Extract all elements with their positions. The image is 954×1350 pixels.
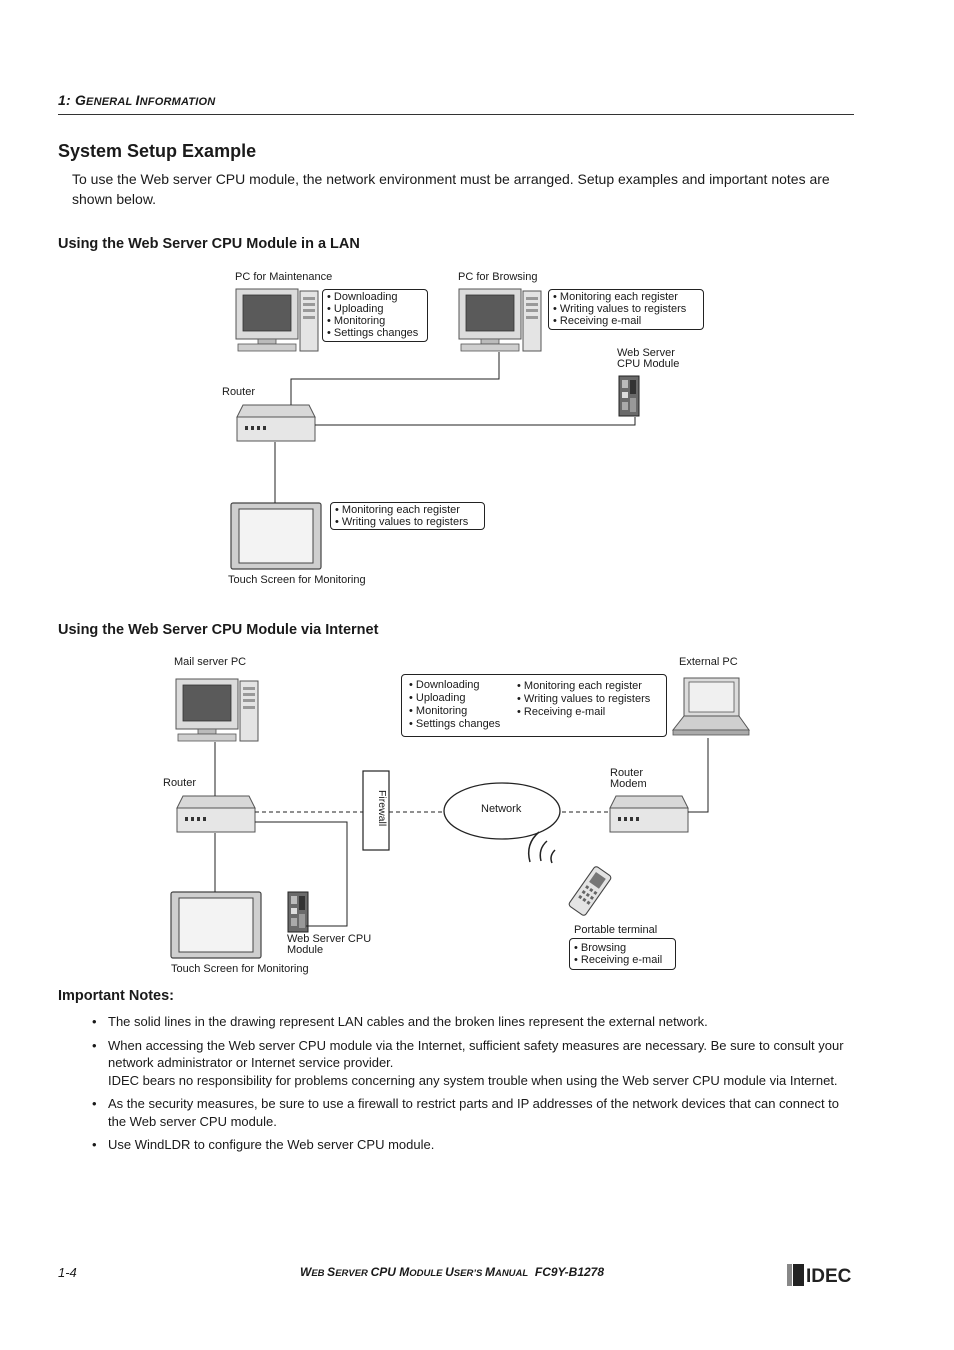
- router-icon-2: [176, 795, 256, 833]
- chapter-header: 1: GENERAL INFORMATION: [58, 92, 216, 108]
- router-label-2: Router: [163, 777, 197, 789]
- browse-item: • Monitoring each register: [553, 291, 678, 303]
- note-item: •When accessing the Web server CPU modul…: [92, 1037, 844, 1088]
- portable-terminal-label: Portable terminal: [574, 924, 658, 936]
- network-label: Network: [481, 803, 522, 815]
- section-title: System Setup Example: [58, 141, 257, 161]
- pc-maintenance-label: PC for Maintenance: [235, 271, 333, 283]
- wireless-icon: [527, 831, 556, 864]
- portable-ops-box: • Browsing • Receiving e-mail: [569, 938, 676, 970]
- router-icon: [236, 404, 316, 442]
- note-item: •As the security measures, be sure to us…: [92, 1096, 840, 1129]
- touch-screen-icon-2: [170, 891, 262, 959]
- pc-maintenance-icon: [235, 288, 319, 352]
- cpu-module-icon-2: [287, 891, 309, 933]
- external-pc-label: External PC: [679, 656, 738, 668]
- cpu-module-icon: [618, 375, 640, 417]
- firewall-box: [362, 770, 390, 851]
- maint-item: • Monitoring: [327, 315, 386, 327]
- diagrams-svg: [170, 288, 750, 959]
- pc-browsing-icon: [458, 288, 542, 352]
- touch-screen-label: Touch Screen for Monitoring: [228, 574, 366, 586]
- browse-item: • Receiving e-mail: [553, 315, 642, 327]
- router-modem-label-1: Router: [610, 767, 644, 779]
- idec-logo-text: IDEC: [806, 1266, 852, 1287]
- touch-item: • Writing values to registers: [335, 516, 469, 528]
- router-modem-label-2: Modem: [610, 778, 647, 790]
- ops-left-item: • Uploading: [409, 692, 466, 704]
- ops-left-col: • Downloading • Uploading • Monitoring •…: [409, 679, 500, 731]
- idec-logo: IDEC: [787, 1262, 857, 1293]
- portable-item: • Receiving e-mail: [574, 954, 663, 966]
- maint-item: • Uploading: [327, 303, 384, 315]
- page-number: 1-4: [58, 1265, 77, 1280]
- lan-heading: Using the Web Server CPU Module in a LAN: [58, 236, 360, 252]
- ops-left-item: • Settings changes: [409, 718, 501, 730]
- router-label: Router: [222, 386, 256, 398]
- ops-left-item: • Downloading: [409, 679, 480, 691]
- external-ops-box: • Downloading • Uploading • Monitoring •…: [401, 674, 667, 737]
- web-server-label-2: CPU Module: [617, 358, 680, 370]
- ops-right-item: • Receiving e-mail: [517, 706, 606, 718]
- web-server-label-1: Web Server: [617, 347, 675, 359]
- web-server-cpu-label-1: Web Server CPU: [287, 933, 372, 945]
- portable-item: • Browsing: [574, 942, 627, 954]
- ops-left-item: • Monitoring: [409, 705, 468, 717]
- ops-right-item: • Monitoring each register: [517, 680, 642, 692]
- touch-ops-box: • Monitoring each register • Writing val…: [330, 502, 485, 530]
- maint-item: • Settings changes: [327, 327, 419, 339]
- maintenance-ops-box: • Downloading • Uploading • Monitoring •…: [322, 289, 428, 342]
- touch-screen-icon: [230, 502, 322, 570]
- manual-title: WEB SERVER CPU MODULE USER’S MANUAL FC9Y…: [300, 1265, 605, 1279]
- intro-paragraph: To use the Web server CPU module, the ne…: [72, 171, 830, 207]
- touch-screen-label-2: Touch Screen for Monitoring: [171, 963, 309, 975]
- network-cloud: [443, 782, 561, 840]
- maint-item: • Downloading: [327, 291, 398, 303]
- mail-server-label: Mail server PC: [174, 656, 247, 668]
- lan-cables: [274, 352, 636, 503]
- notes-list: •The solid lines in the drawing represen…: [92, 1013, 852, 1160]
- mail-server-pc-icon: [175, 678, 259, 742]
- notes-heading: Important Notes:: [58, 988, 174, 1004]
- internet-cables: [214, 738, 709, 927]
- touch-item: • Monitoring each register: [335, 504, 460, 516]
- internet-heading: Using the Web Server CPU Module via Inte…: [58, 622, 379, 638]
- ops-right-item: • Writing values to registers: [517, 693, 651, 705]
- note-item: •Use WindLDR to configure the Web server…: [92, 1137, 435, 1152]
- laptop-icon: [671, 677, 750, 736]
- browsing-ops-box: • Monitoring each register • Writing val…: [548, 289, 704, 330]
- web-server-cpu-label-2: Module: [287, 944, 324, 956]
- ops-right-col: • Monitoring each register • Writing val…: [517, 680, 650, 719]
- firewall-label: Firewall: [376, 790, 388, 827]
- router-modem-icon: [609, 795, 689, 833]
- browse-item: • Writing values to registers: [553, 303, 687, 315]
- header-rule: [58, 114, 854, 115]
- pc-browsing-label: PC for Browsing: [458, 271, 538, 283]
- note-item: •The solid lines in the drawing represen…: [92, 1014, 708, 1029]
- portable-terminal-icon: [568, 866, 612, 916]
